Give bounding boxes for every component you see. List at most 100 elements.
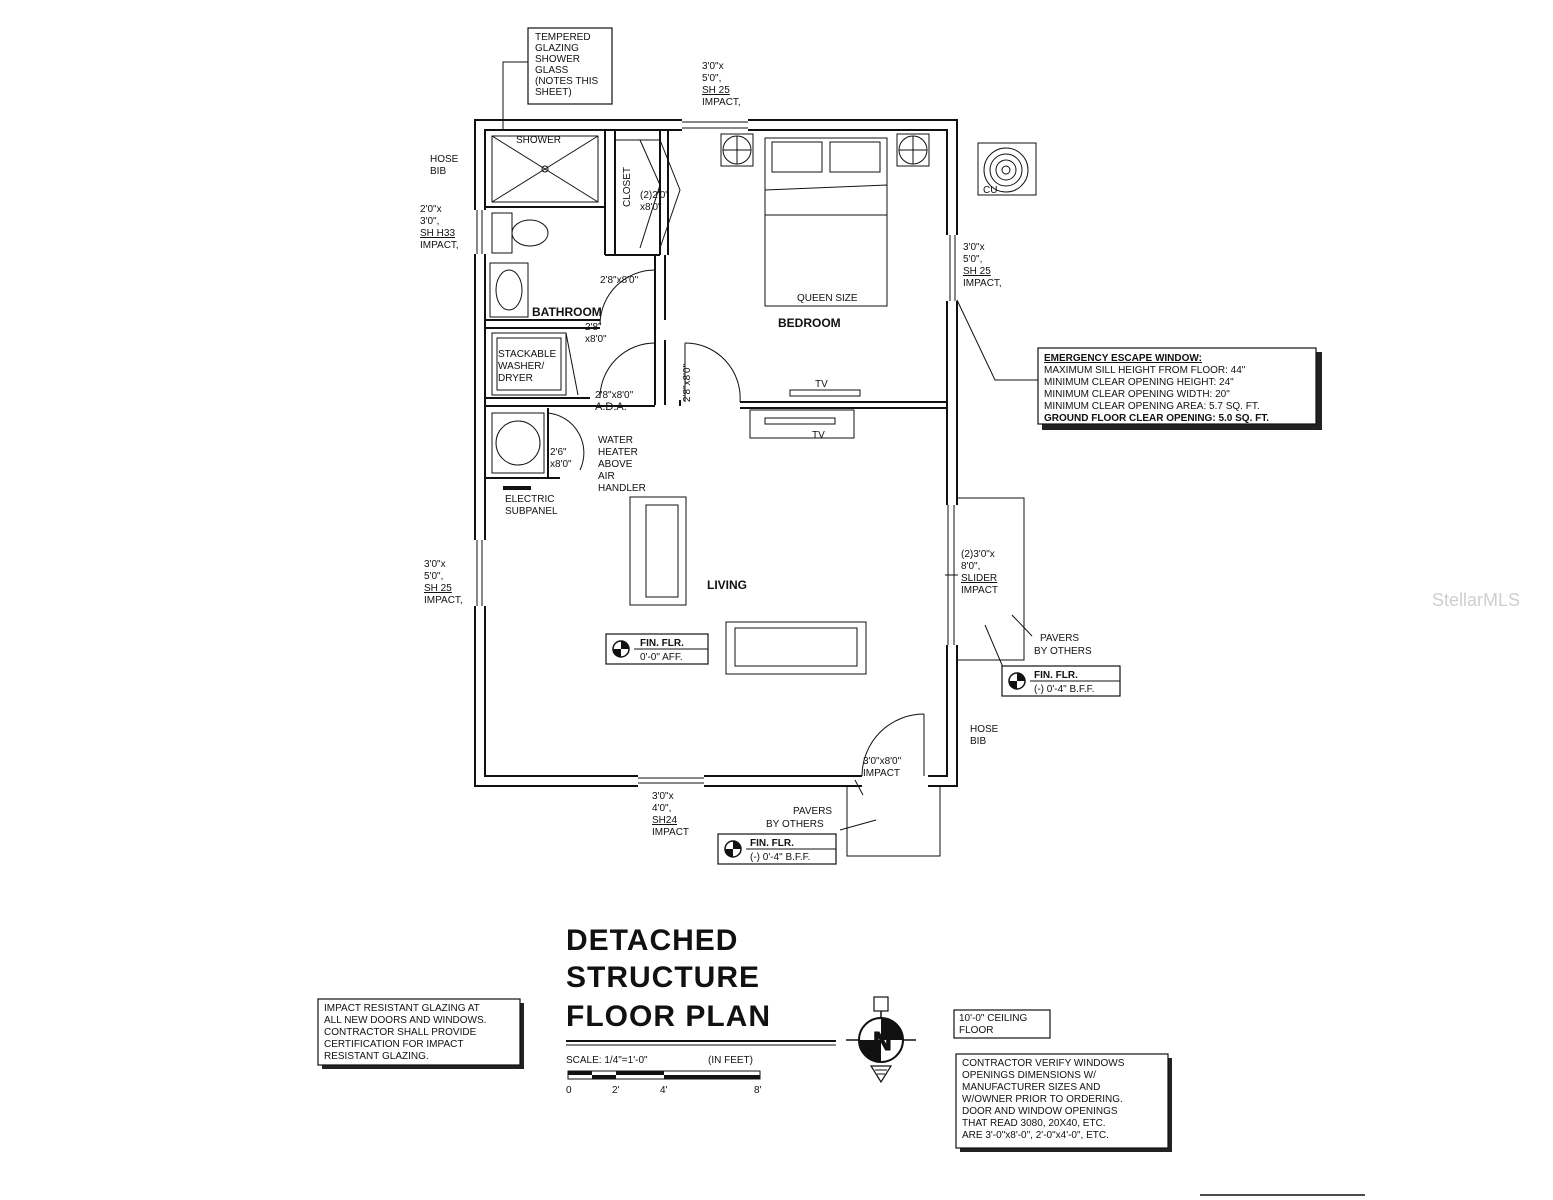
verify-line-2: OPENINGS DIMENSIONS W/ (962, 1070, 1096, 1081)
tempered-line-5: (NOTES THIS (535, 76, 598, 87)
wh-door-2: x8'0" (550, 459, 572, 470)
wh-1: WATER (598, 435, 633, 446)
title-line-1: DETACHED (566, 924, 738, 957)
stackable-3: DRYER (498, 373, 533, 384)
washer-dryer (491, 332, 579, 396)
interior-walls (485, 130, 947, 479)
win-left-1: 3'0"x (424, 559, 446, 570)
watermark: StellarMLS (1432, 590, 1520, 610)
tv-label-living: TV (812, 430, 825, 441)
win-bath-3: SH H33 (420, 228, 455, 239)
tempered-line-3: SHOWER (535, 54, 580, 65)
living-label: LIVING (707, 578, 747, 592)
verify-line-6: THAT READ 3080, 20X40, ETC. (962, 1118, 1106, 1129)
verify-line-4: W/OWNER PRIOR TO ORDERING. (962, 1094, 1123, 1105)
win-bath-2: 3'0", (420, 216, 439, 227)
win-bath-1: 2'0"x (420, 204, 442, 215)
electric-2: SUBPANEL (505, 506, 558, 517)
stackable-1: STACKABLE (498, 349, 556, 360)
tempered-line-1: TEMPERED (535, 32, 591, 43)
tv-label-bedroom: TV (815, 379, 828, 390)
title-line-2: STRUCTURE (566, 961, 760, 994)
win-bottom-3: SH24 (652, 815, 677, 826)
ceiling-line-1: 10'-0" CEILING (959, 1013, 1027, 1024)
north-arrow-icon: N (846, 996, 916, 1084)
verify-line-5: DOOR AND WINDOW OPENINGS (962, 1106, 1118, 1117)
scale-tick-4: 4' (660, 1085, 668, 1096)
callout-labels: TEMPERED GLAZING SHOWER GLASS (NOTES THI… (420, 27, 1322, 865)
impact-line-2: ALL NEW DOORS AND WINDOWS. (324, 1015, 486, 1026)
bed-door-label: 2'8"x8'0" (682, 363, 693, 402)
impact-note: IMPACT RESISTANT GLAZING AT ALL NEW DOOR… (317, 998, 524, 1069)
slider-1: (2)3'0"x (961, 549, 995, 560)
tv-units (749, 389, 861, 439)
verify-note: CONTRACTOR VERIFY WINDOWS OPENINGS DIMEN… (955, 1053, 1172, 1152)
ceiling-note: 10'-0" CEILING FLOOR (953, 1009, 1051, 1039)
water-heater (491, 412, 545, 490)
tempered-line-2: GLAZING (535, 43, 579, 54)
win-top-3: SH 25 (702, 85, 730, 96)
pavers-right-1: PAVERS (1040, 633, 1079, 644)
sink (489, 262, 529, 318)
win-right-4: IMPACT, (963, 278, 1002, 289)
condenser-unit (977, 142, 1037, 196)
egress-box (1037, 347, 1317, 425)
verify-line-7: ARE 3'-0"x8'-0", 2'-0"x4'-0", ETC. (962, 1130, 1109, 1141)
verify-line-3: MANUFACTURER SIZES AND (962, 1082, 1100, 1093)
door-swings (547, 269, 925, 777)
win-bath-4: IMPACT, (420, 240, 459, 251)
pavers (846, 497, 1025, 857)
slider-3: SLIDER (961, 573, 997, 584)
impact-line-5: RESISTANT GLAZING. (324, 1051, 429, 1062)
slider-4: IMPACT (961, 585, 998, 596)
scale-tick-0: 0 (566, 1085, 572, 1096)
bedroom-label: BEDROOM (778, 316, 841, 330)
closet-door-1: (2)2'0" (640, 190, 669, 201)
scale-bar (567, 1070, 761, 1080)
hose-left-1: HOSE (430, 154, 459, 165)
ceiling-line-2: FLOOR (959, 1025, 993, 1036)
win-left-2: 5'0", (424, 571, 443, 582)
pavers-bottom-2: BY OTHERS (766, 819, 824, 830)
shower-fixture (491, 135, 599, 203)
bath-door2-2: x8'0" (585, 334, 607, 345)
impact-line-3: CONTRACTOR SHALL PROVIDE (324, 1027, 477, 1038)
win-top-2: 5'0", (702, 73, 721, 84)
leader-lines (502, 61, 1038, 831)
egress-1: EMERGENCY ESCAPE WINDOW: (1044, 353, 1202, 364)
stackable-2: WASHER/ (498, 361, 545, 372)
tempered-glazing-box (527, 27, 613, 105)
slider-2: 8'0", (961, 561, 980, 572)
tempered-line-4: GLASS (535, 65, 569, 76)
fin-flr-bottom-2: (-) 0'-4" B.F.F. (750, 852, 810, 863)
hose-left-2: BIB (430, 166, 446, 177)
title-block: DETACHED STRUCTURE FLOOR PLAN SCALE: 1/4… (566, 924, 836, 1096)
wh-3: ABOVE (598, 459, 633, 470)
closet-label: CLOSET (622, 167, 633, 207)
fin-flr-right-1: FIN. FLR. (1034, 670, 1078, 681)
verify-line-1: CONTRACTOR VERIFY WINDOWS (962, 1058, 1125, 1069)
shower-label: SHOWER (516, 135, 561, 146)
electric-1: ELECTRIC (505, 494, 554, 505)
ada-door-1: 2'8"x8'0" (595, 390, 634, 401)
egress-5: MINIMUM CLEAR OPENING AREA: 5.7 SQ. FT. (1044, 401, 1260, 412)
tempered-line-6: SHEET) (535, 87, 572, 98)
win-bottom-1: 3'0"x (652, 791, 674, 802)
egress-3: MINIMUM CLEAR OPENING HEIGHT: 24" (1044, 377, 1234, 388)
egress-6: GROUND FLOOR CLEAR OPENING: 5.0 SQ. FT. (1044, 413, 1269, 424)
impact-line-4: CERTIFICATION FOR IMPACT (324, 1039, 463, 1050)
wh-door-1: 2'6" (550, 447, 567, 458)
win-right-3: SH 25 (963, 266, 991, 277)
win-top-4: IMPACT, (702, 97, 741, 108)
exterior-walls (471, 116, 961, 790)
ada-door-2: A.D.A. (595, 401, 627, 413)
impact-line-1: IMPACT RESISTANT GLAZING AT (324, 1003, 480, 1014)
toilet (491, 212, 549, 254)
win-right-1: 3'0"x (963, 242, 985, 253)
wh-4: AIR (598, 471, 615, 482)
pavers-bottom-1: PAVERS (793, 806, 832, 817)
fin-flr-bottom-1: FIN. FLR. (750, 838, 794, 849)
fin-flr-right-2: (-) 0'-4" B.F.F. (1034, 684, 1094, 695)
wh-2: HEATER (598, 447, 638, 458)
